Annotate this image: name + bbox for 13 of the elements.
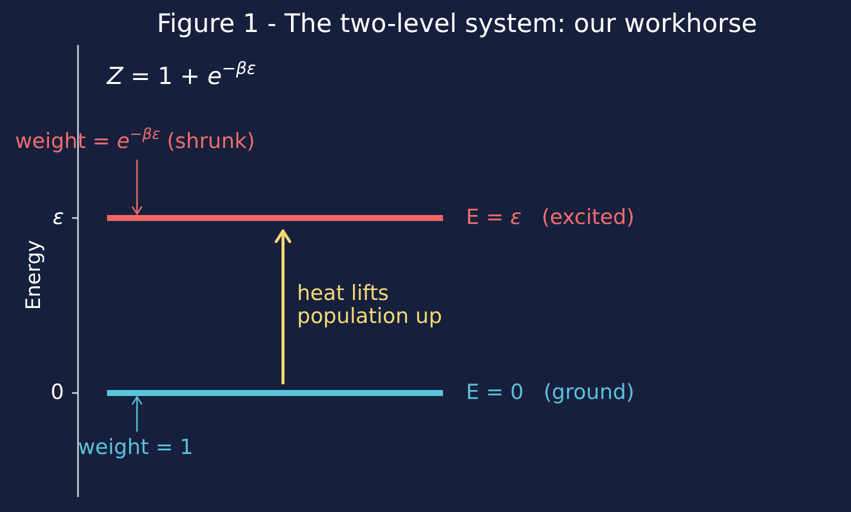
tick-label: ε — [52, 205, 64, 230]
leader-arrow — [132, 396, 142, 432]
tick-label: 0 — [50, 380, 64, 406]
figure-title: Figure 1 - The two-level system: our workhorse — [156, 9, 758, 40]
weight-annotation: weight = 1 — [78, 435, 194, 460]
level-label: E = 0 (ground) — [466, 380, 634, 406]
transition-arrow — [274, 230, 292, 384]
excited-level-bar — [107, 215, 443, 221]
axis-label: Energy — [21, 240, 46, 310]
formula: Z = 1 + e$^{−βε}$ — [107, 62, 256, 90]
ground-level-bar — [107, 390, 443, 396]
level-label: E = ε (excited) — [466, 205, 634, 230]
leader-arrow — [132, 159, 142, 215]
